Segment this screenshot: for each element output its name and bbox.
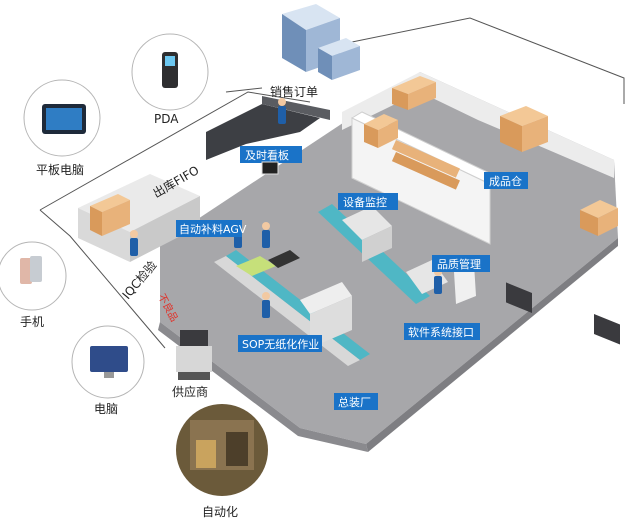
- automation-label: 自动化: [202, 505, 238, 519]
- workers: [130, 98, 442, 318]
- boxes-finished-goods: [364, 76, 618, 236]
- tag-software: 软件系统接口: [404, 323, 480, 340]
- finished-goods-label: 成品仓: [489, 174, 522, 188]
- loading-docks: [506, 282, 620, 345]
- computer-label: 电脑: [94, 402, 118, 416]
- kanban-screen: [261, 161, 279, 175]
- tag-equipment-monitor: 设备监控: [338, 193, 398, 210]
- building-icon: [282, 4, 360, 80]
- phone-device: [0, 241, 67, 311]
- floor-edge-right: [366, 238, 618, 452]
- outbound-warehouse-side: [130, 196, 200, 262]
- agv-cart: [236, 250, 300, 276]
- tag-assembly: 总装厂: [334, 393, 378, 410]
- supplier-truck: [176, 330, 212, 380]
- tag-finished-goods: 成品仓: [484, 172, 528, 189]
- pda-label: PDA: [154, 112, 179, 126]
- tag-sop: SOP无纸化作业: [238, 335, 322, 352]
- tablet-device: [23, 79, 101, 157]
- tablet-label: 平板电脑: [36, 163, 84, 177]
- software-label: 软件系统接口: [408, 325, 474, 339]
- quality-label: 品质管理: [437, 257, 481, 271]
- sop-label: SOP无纸化作业: [242, 337, 319, 351]
- tag-kanban: 及时看板: [240, 146, 302, 163]
- iqc-label: IQC检验: [119, 258, 160, 302]
- conveyor-line: [214, 204, 476, 366]
- computer-device: [71, 325, 145, 399]
- boxes-left: [90, 194, 130, 236]
- sales-order-label: 销售订单: [270, 84, 318, 99]
- automation-photo: [176, 404, 268, 496]
- agv-label: 自动补料AGV: [179, 222, 247, 236]
- office-block: [206, 104, 320, 160]
- phone-label: 手机: [20, 315, 44, 329]
- pda-device: [131, 33, 209, 111]
- tag-quality: 品质管理: [432, 255, 490, 272]
- tag-agv: 自动补料AGV: [176, 220, 247, 237]
- assembly-label: 总装厂: [338, 395, 371, 409]
- kanban-label: 及时看板: [245, 148, 289, 162]
- connection-lines: [39, 17, 625, 349]
- supplier-label: 供应商: [172, 384, 208, 399]
- equipment-monitor-label: 设备监控: [343, 195, 387, 209]
